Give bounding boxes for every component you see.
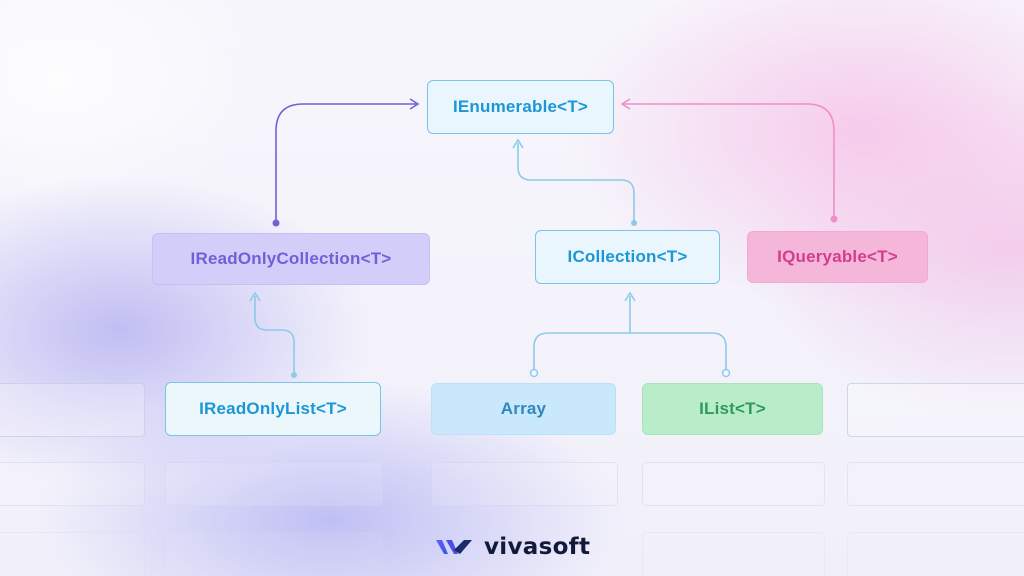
edge-endpoint-dot [830,215,838,223]
placeholder-box [165,532,383,576]
placeholder-box [431,462,618,506]
node-array: Array [431,383,616,435]
edge-array-ilist-to-icollection [533,332,727,370]
placeholder-box [0,462,145,506]
node-ilist: IList<T> [642,383,823,435]
edge-endpoint-dot [272,219,280,227]
edge-endpoint-ring [721,368,731,378]
arrowhead-icon [249,291,261,302]
edge-ireadonlylist-to-ireadonlycollection [254,296,295,375]
placeholder-box [642,532,825,576]
edge-endpoint-ring [529,368,539,378]
placeholder-box [642,462,825,506]
node-iqueryable: IQueryable<T> [747,231,928,283]
vivasoft-logo-icon [436,540,472,554]
arrowhead-icon [624,291,636,302]
node-ireadonlylist: IReadOnlyList<T> [165,382,381,436]
arrowhead-icon [409,98,420,110]
node-ienumerable: IEnumerable<T> [427,80,614,134]
placeholder-box [847,462,1024,506]
edge-endpoint-dot [291,372,297,378]
brand-name: vivasoft [484,534,591,560]
edge-endpoint-dot [631,220,637,226]
arrowhead-icon [512,138,524,149]
placeholder-box [847,532,1024,576]
placeholder-box [0,532,145,576]
edge-icollection-to-ienumerable [517,143,635,223]
node-ireadonlycollection: IReadOnlyCollection<T> [152,233,430,285]
placeholder-box [0,383,145,437]
placeholder-box [165,462,383,506]
node-icollection: ICollection<T> [535,230,720,284]
placeholder-box [847,383,1024,437]
edge-iqueryable-to-ienumerable [624,103,835,219]
edge-ireadonlycollection-to-ienumerable [275,103,416,223]
arrowhead-icon [620,98,631,110]
brand-logo: vivasoft [434,533,590,561]
